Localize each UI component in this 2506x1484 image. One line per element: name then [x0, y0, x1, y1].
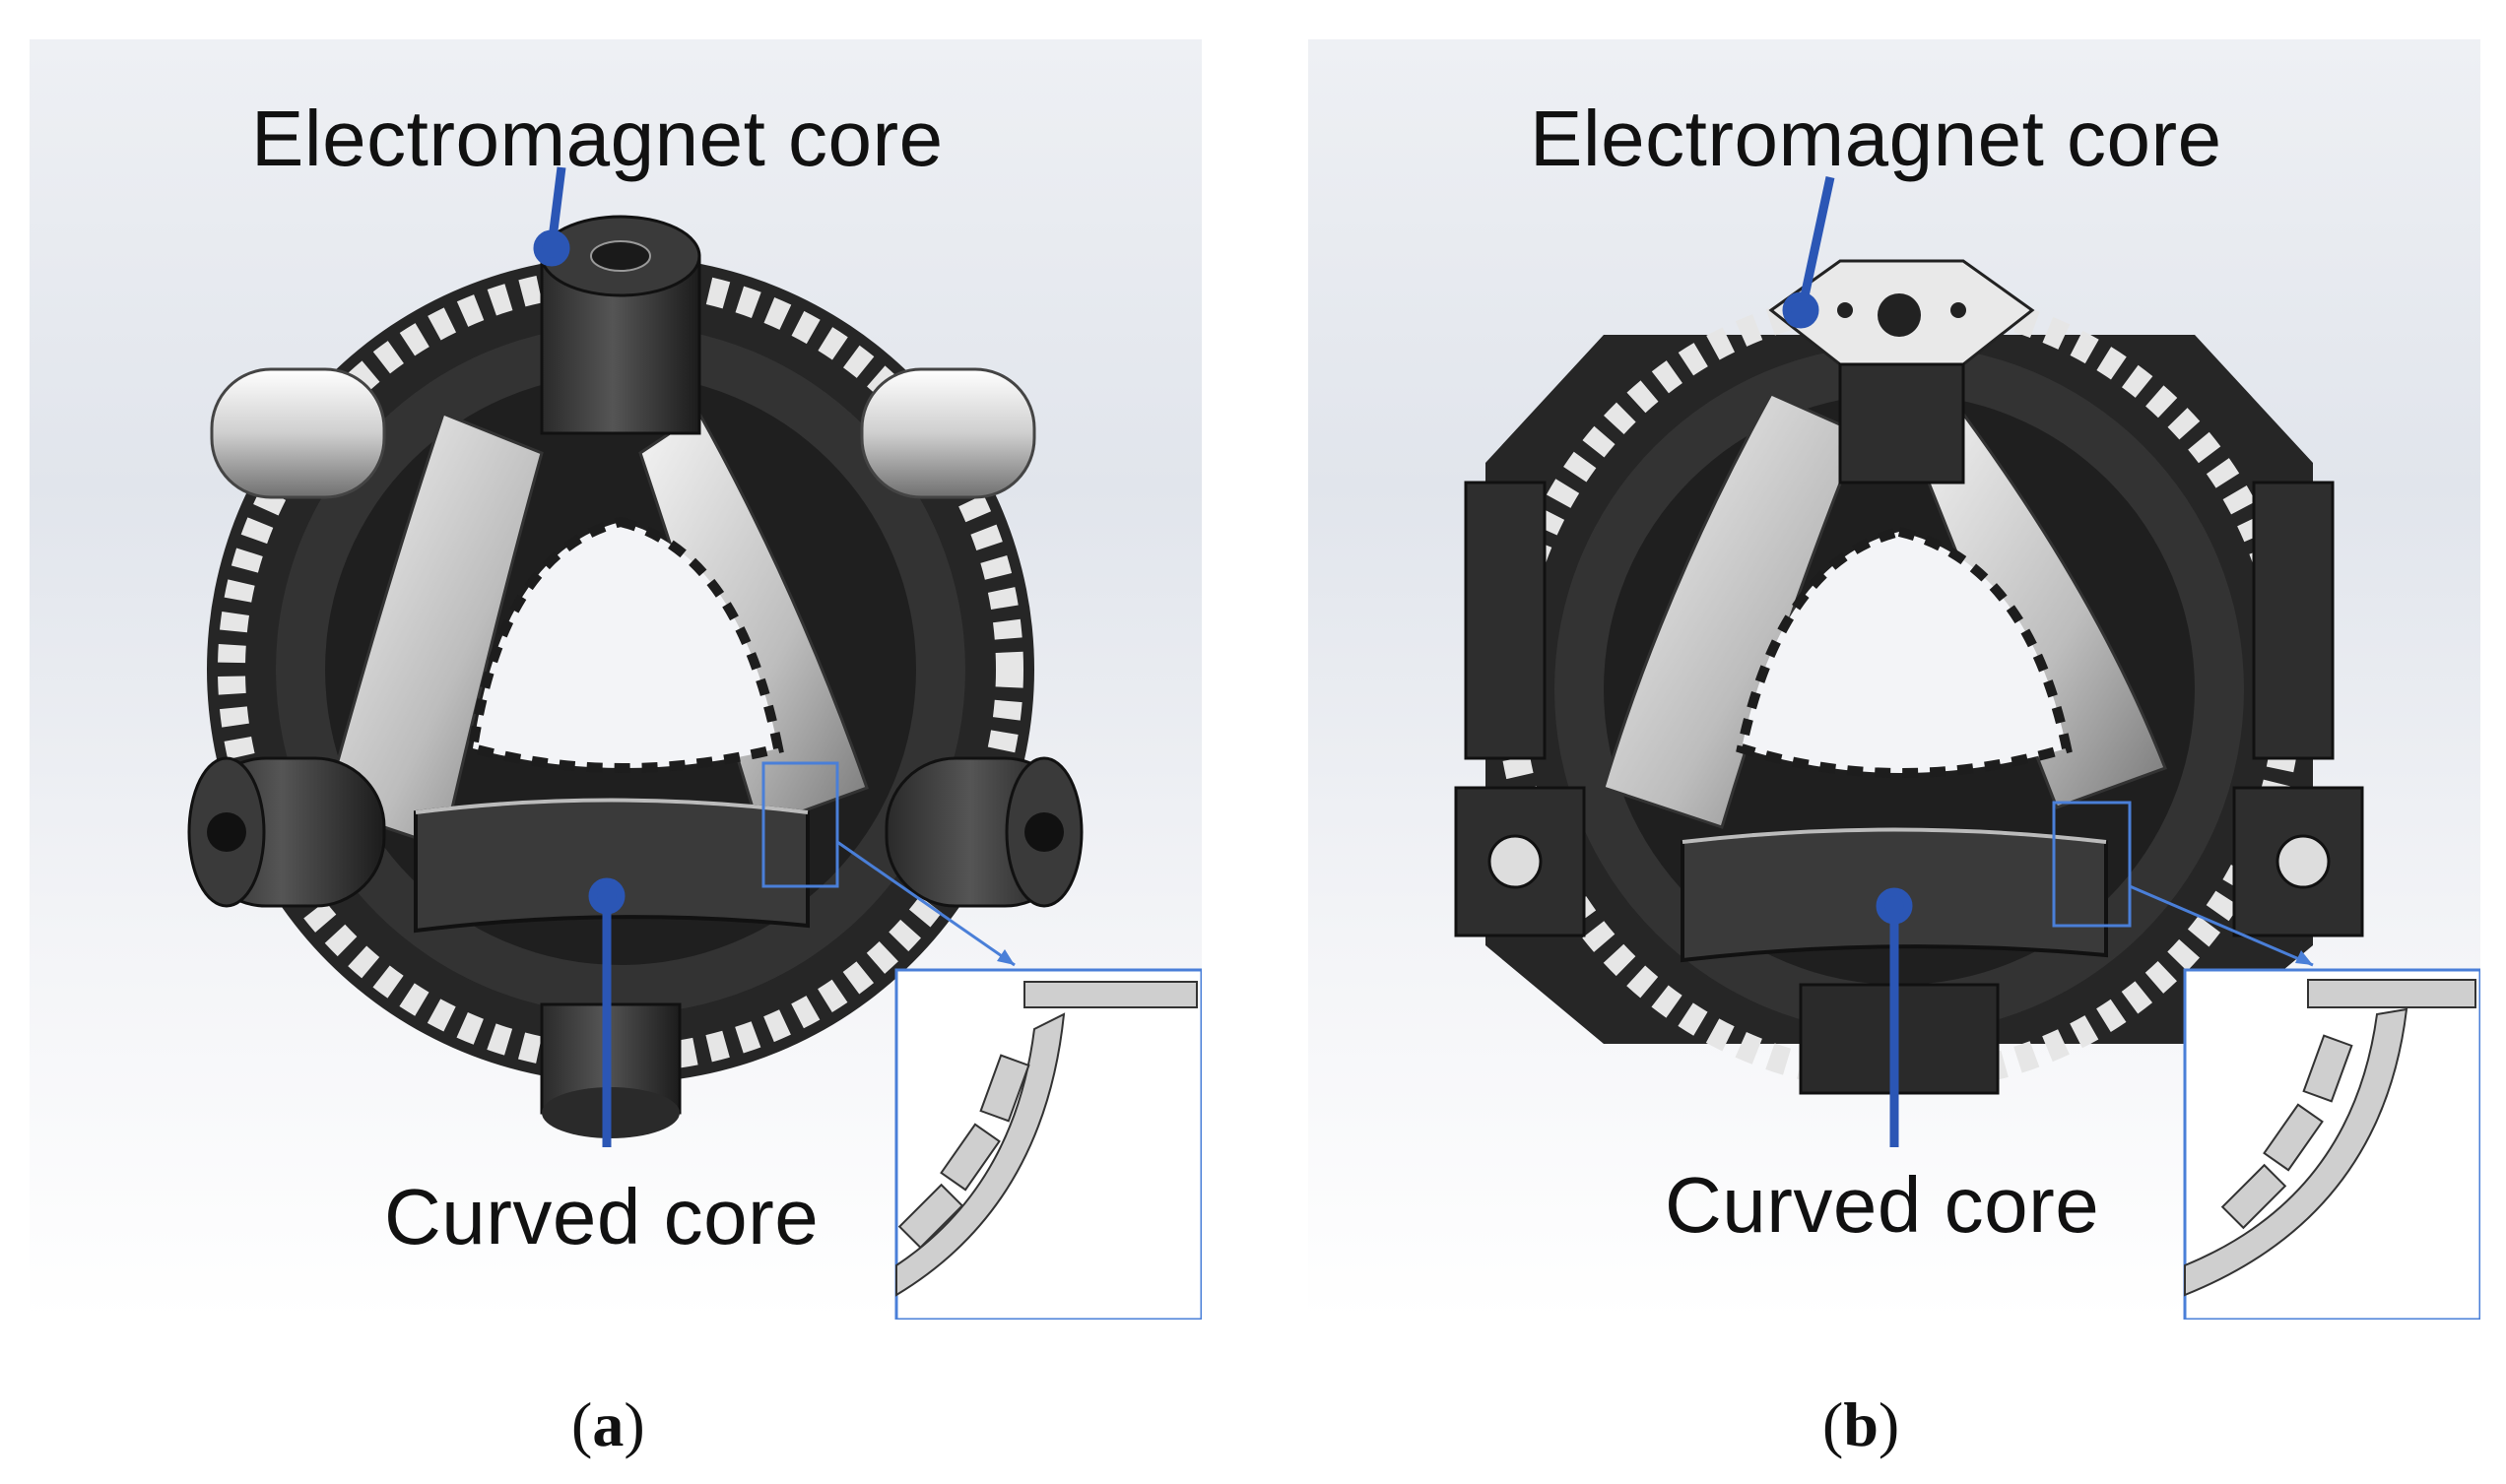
detail-highlight-box	[2052, 801, 2132, 928]
label-curved-core-a: Curved core	[384, 1173, 820, 1260]
inner-opening	[467, 516, 784, 773]
panel-a-illustration	[30, 39, 1202, 1320]
side-blocks	[1454, 481, 2364, 937]
curved-arms	[1602, 391, 2167, 829]
side-cylinders	[210, 367, 1036, 499]
bottom-core-block	[1799, 983, 2000, 1095]
detail-highlight-box	[761, 761, 839, 888]
panel-b-illustration	[1308, 39, 2480, 1320]
label-electromagnet-core-b: Electromagnet core	[1530, 95, 2222, 182]
callout-top	[533, 166, 570, 267]
panel-a: Electromagnet core Curved core	[30, 39, 1202, 1320]
inner-opening	[1736, 526, 2073, 778]
caption-a-letter: a	[592, 1389, 625, 1459]
detail-inset	[2183, 968, 2480, 1320]
detail-inset	[894, 968, 1202, 1320]
inset-connector	[2129, 884, 2314, 967]
label-electromagnet-core-a: Electromagnet core	[251, 95, 944, 182]
top-core-cylinder	[540, 215, 701, 435]
callout-bottom	[588, 877, 626, 1147]
label-curved-core-b: Curved core	[1665, 1161, 2100, 1249]
front-side-cylinders	[187, 756, 1084, 908]
panel-b: Electromagnet core Curved core	[1308, 39, 2480, 1320]
callout-top	[1782, 176, 1835, 329]
top-core-cube	[1768, 259, 2035, 484]
caption-b: (b)	[1822, 1389, 1900, 1459]
caption-b-letter: b	[1843, 1389, 1879, 1459]
inset-connector	[836, 840, 1016, 967]
front-curved-core-block	[414, 798, 810, 934]
callout-bottom	[1876, 887, 1913, 1147]
caption-a: (a)	[571, 1389, 645, 1459]
